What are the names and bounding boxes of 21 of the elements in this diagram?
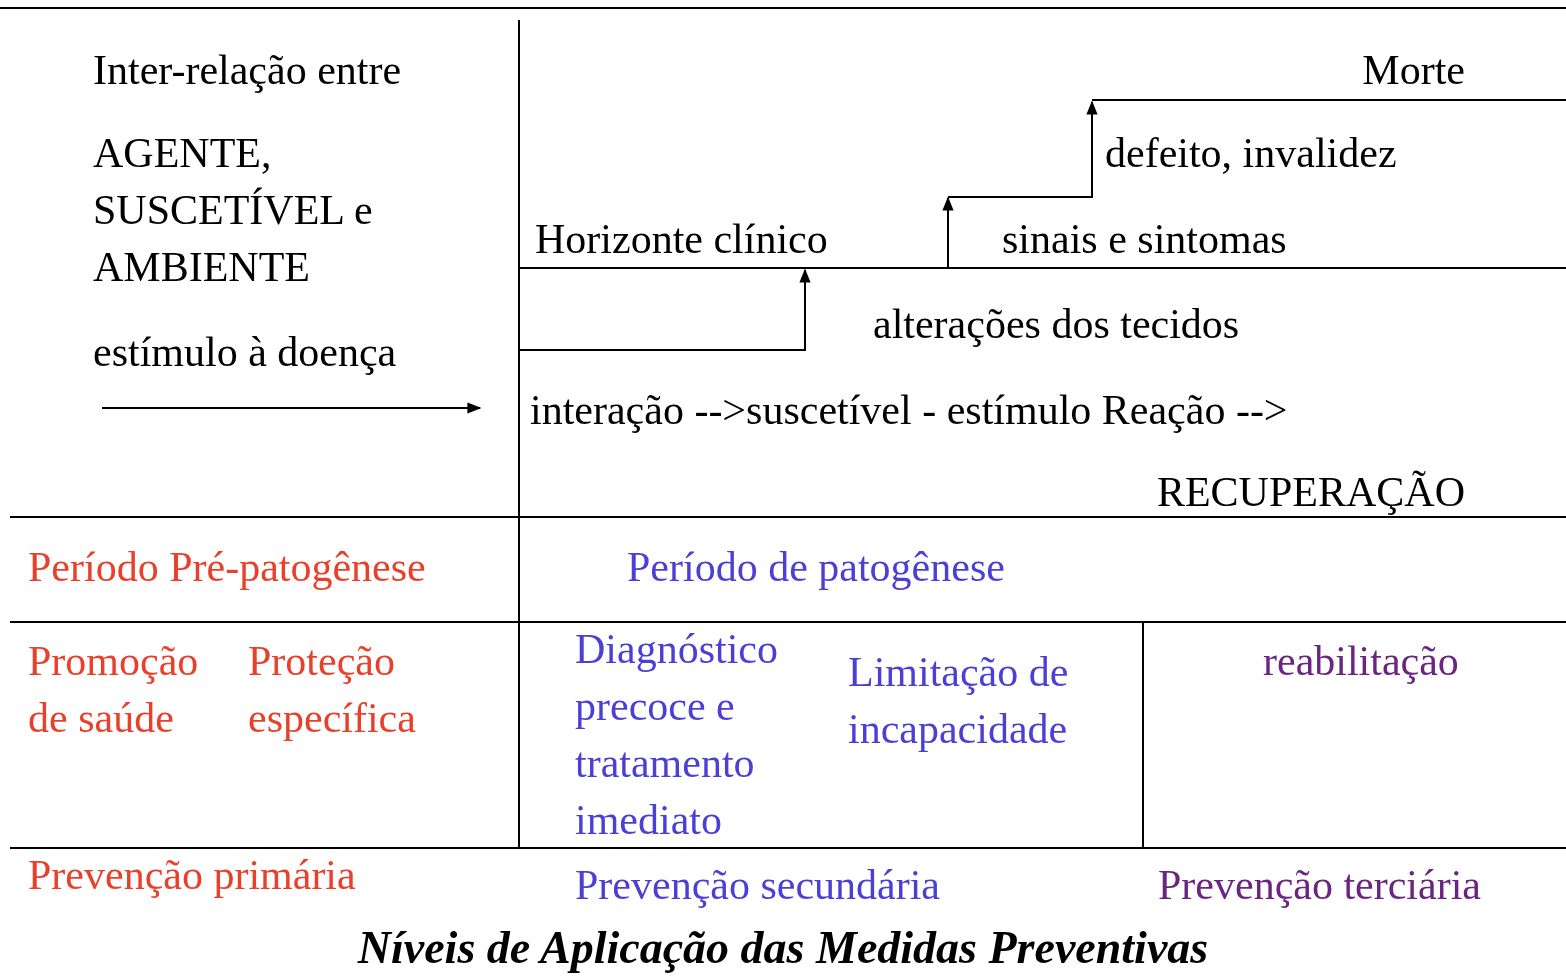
prevention-level-text: Prevenção primária <box>28 851 356 900</box>
stage-text: alterações dos tecidos <box>873 300 1240 349</box>
stage-text: defeito, invalidez <box>1105 129 1397 178</box>
factor-text: AGENTE, SUSCETÍVEL e AMBIENTE <box>93 129 374 292</box>
stimulus-text: estímulo à doença <box>93 328 397 377</box>
measure-text: Proteção específica <box>248 637 417 743</box>
stage-text: interação -->suscetível - estímulo Reação --> <box>530 386 1288 435</box>
stage-text: Morte <box>1362 46 1465 95</box>
measure-text: Promoção de saúde <box>28 637 200 743</box>
horizon-text: Horizonte clínico <box>535 215 828 264</box>
measure-text: Diagnóstico precoce e tratamento imediato <box>575 625 779 845</box>
caption: Níveis de Aplicação das Medidas Preventivas <box>356 921 1210 975</box>
stage-text: sinais e sintomas <box>1002 215 1287 264</box>
heading-text: Inter-relação entre <box>93 46 402 95</box>
prevention-level-text: Prevenção secundária <box>575 861 940 910</box>
period-text: Período Pré-patogênese <box>28 543 426 592</box>
stage-text: RECUPERAÇÃO <box>1156 468 1465 517</box>
measure-text: Limitação de incapacidade <box>848 648 1070 754</box>
period-text: Período de patogênese <box>627 543 1005 592</box>
prevention-level-text: Prevenção terciária <box>1158 861 1481 910</box>
measure-text: reabilitação <box>1263 637 1459 686</box>
